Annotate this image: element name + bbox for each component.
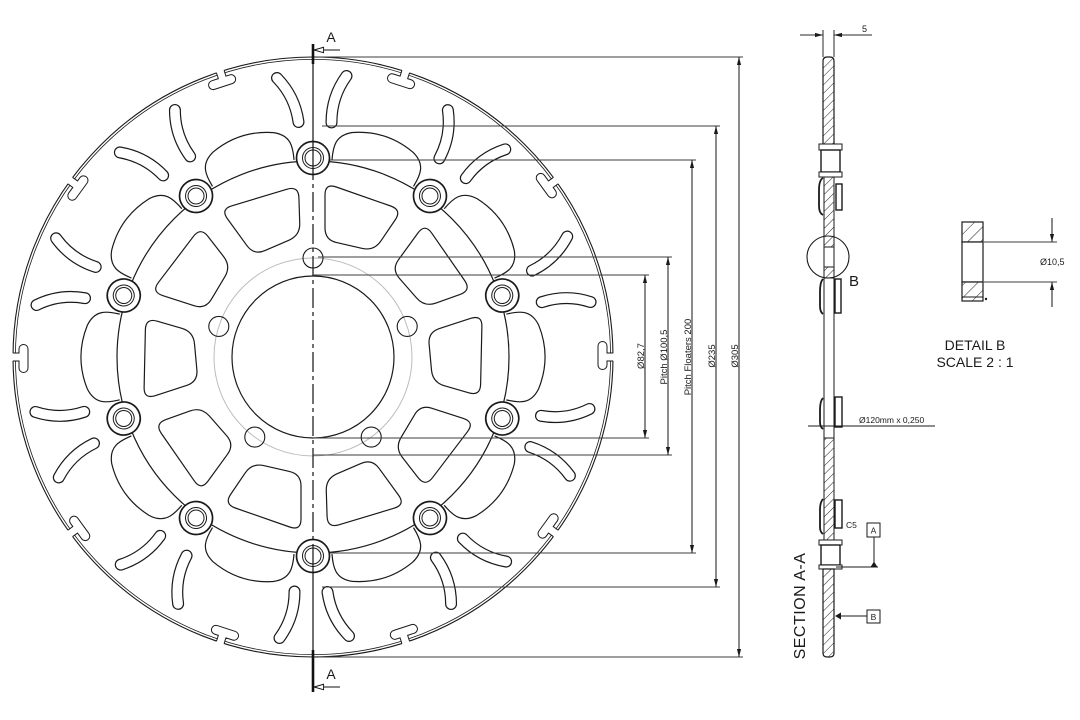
dim-thickness: 5 [862, 24, 867, 34]
detail-b-marker-circle [806, 235, 850, 279]
section-view-a-a: 5 B [792, 24, 935, 659]
dim-hole-diameter: Ø10,5 [1040, 257, 1065, 267]
datum-a-label: A [871, 526, 877, 536]
rotor-section-bottom [822, 568, 835, 658]
section-label-top: A [326, 29, 336, 45]
mounting-hole [208, 315, 230, 337]
datum-b: B [835, 609, 881, 624]
dim-bore-diameter: Ø82,7 [636, 343, 647, 369]
chamfer-label: C5 [846, 520, 857, 530]
dim-floater-pitch: Pitch Floaters 200 [683, 319, 694, 396]
front-view-dimensions: Ø305 Ø235 Pitch Floaters 200 Pitch Ø100,… [313, 56, 743, 658]
floater-button-section-top [818, 143, 843, 178]
rotor-section-top [822, 56, 835, 147]
section-title: SECTION A-A [792, 553, 809, 660]
mounting-holes [208, 247, 418, 448]
detail-b-view: Ø10,5 DETAIL B SCALE 2 : 1 [936, 218, 1065, 370]
datum-a: A [836, 522, 881, 568]
carrier-section-lower [823, 437, 835, 541]
floater-button-section-bottom [818, 539, 843, 570]
mounting-hole [244, 426, 266, 448]
dim-outer-diameter: Ø305 [730, 344, 741, 367]
datum-b-label: B [871, 612, 877, 622]
bore-section [823, 277, 835, 439]
mounting-hole [360, 426, 382, 448]
section-label-bottom: A [326, 666, 336, 682]
bore-callout: Ø120mm x 0,250 [859, 415, 924, 425]
mounting-hole [396, 315, 418, 337]
detail-b-marker-label: B [849, 273, 859, 290]
detail-scale: SCALE 2 : 1 [936, 354, 1013, 370]
dim-bolt-pitch: Pitch Ø100,5 [659, 330, 670, 385]
detail-title: DETAIL B [945, 337, 1006, 353]
dim-braking-surface-diameter: Ø235 [707, 344, 718, 367]
section-cut-line: A A [311, 29, 340, 692]
